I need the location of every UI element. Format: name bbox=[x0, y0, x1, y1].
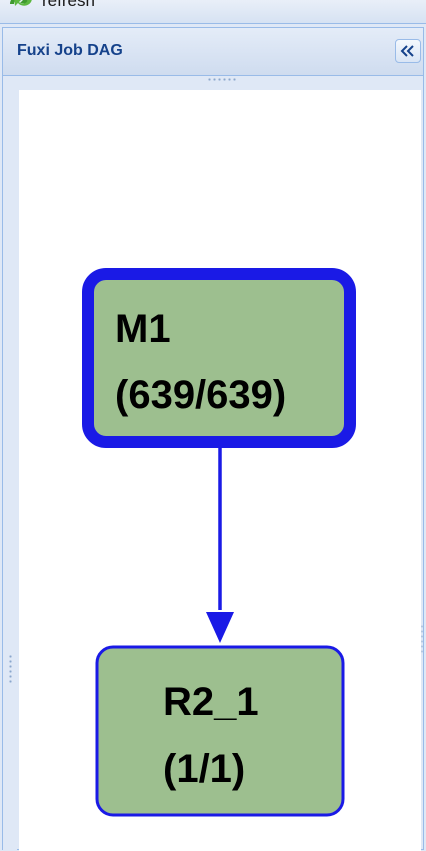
panel-title: Fuxi Job DAG bbox=[17, 42, 123, 59]
right-splitter-grip-icon[interactable] bbox=[419, 624, 423, 654]
node-progress: (1/1) bbox=[163, 747, 245, 791]
dag-node-m1[interactable]: M1 (639/639) bbox=[82, 268, 356, 448]
dag-panel: Fuxi Job DAG M1 bbox=[2, 27, 424, 851]
panel-header: Fuxi Job DAG bbox=[3, 28, 423, 76]
refresh-label: refresh bbox=[42, 0, 95, 10]
refresh-icon bbox=[10, 0, 32, 6]
refresh-button[interactable]: refresh bbox=[6, 0, 95, 12]
dag-edge-m1-r2 bbox=[206, 446, 234, 643]
top-splitter[interactable] bbox=[3, 76, 423, 84]
left-splitter[interactable] bbox=[3, 84, 17, 851]
toolbar: refresh bbox=[0, 0, 426, 24]
node-name: M1 bbox=[115, 307, 171, 351]
splitter-grip-icon bbox=[207, 78, 237, 81]
splitter-grip-icon bbox=[9, 654, 12, 684]
node-progress: (639/639) bbox=[115, 373, 286, 417]
dag-canvas: M1 (639/639) R2_1 (1/1) bbox=[19, 90, 421, 851]
node-name: R2_1 bbox=[163, 680, 259, 724]
dag-graph: M1 (639/639) R2_1 (1/1) bbox=[82, 268, 356, 817]
collapse-button[interactable] bbox=[395, 39, 421, 63]
dag-node-r2-1[interactable]: R2_1 (1/1) bbox=[95, 645, 345, 817]
double-chevron-left-icon bbox=[400, 45, 414, 57]
